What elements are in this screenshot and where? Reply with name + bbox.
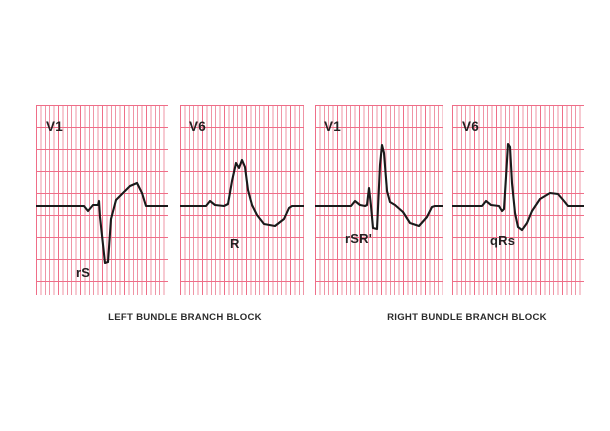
ecg-lead-label: V1 [324, 119, 342, 134]
ecg-wave-morphology-label: qRs [490, 233, 516, 248]
ecg-waveform-trace [180, 158, 304, 228]
ecg-panel-right-bundle-branch-block-v6: V6 qRs [452, 105, 584, 295]
ecg-waveform-path [315, 143, 443, 231]
ecg-wave-morphology-label: rSR' [345, 231, 373, 246]
ecg-waveform-trace [452, 142, 584, 232]
ecg-grid-major [180, 105, 304, 295]
ecg-waveform-path [452, 142, 584, 232]
ecg-wave-morphology-label: R [230, 236, 240, 251]
ecg-lead-label: V6 [189, 119, 207, 134]
ecg-panel-left-bundle-branch-block-v1: V1 rS [36, 105, 168, 295]
ecg-diagnosis-caption: LEFT BUNDLE BRANCH BLOCK [108, 312, 262, 323]
ecg-wave-morphology-label: rS [76, 265, 91, 280]
ecg-waveform-trace [315, 143, 443, 231]
ecg-grid-major [36, 105, 168, 295]
ecg-lead-label: V1 [46, 119, 64, 134]
ecg-waveform-path [180, 158, 304, 228]
ecg-panel-right-bundle-branch-block-v1: V1 rSR' [315, 105, 443, 295]
ecg-waveform-path [36, 181, 168, 265]
ecg-lead-label: V6 [462, 119, 480, 134]
ecg-waveform-trace [36, 181, 168, 265]
ecg-diagnosis-caption: RIGHT BUNDLE BRANCH BLOCK [387, 312, 547, 323]
